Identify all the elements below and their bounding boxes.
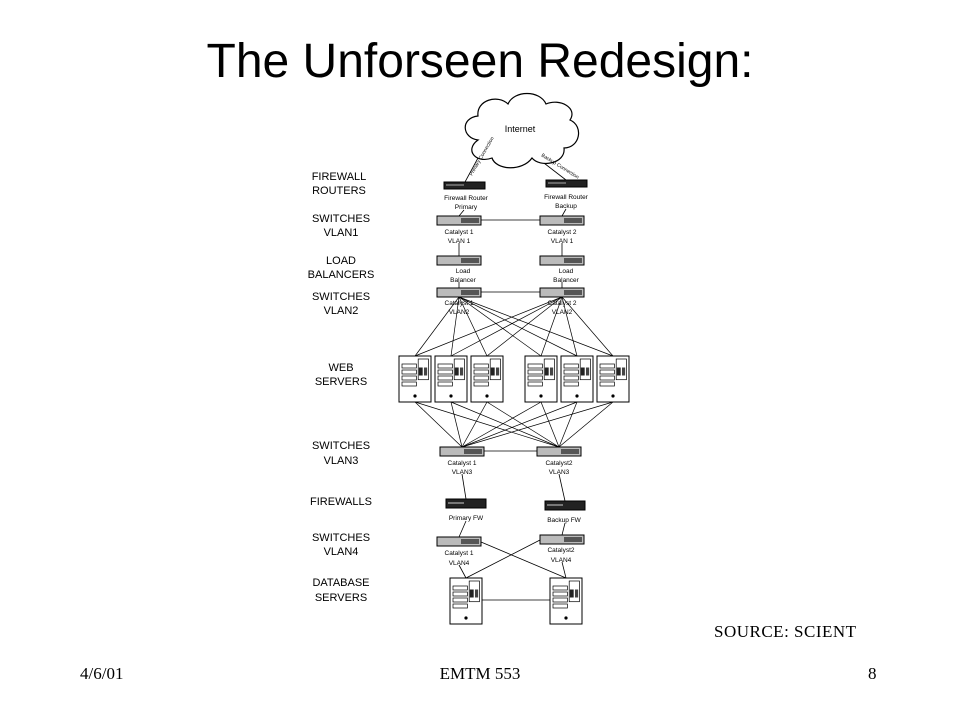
network-link xyxy=(458,296,578,357)
network-link xyxy=(558,401,578,448)
network-link xyxy=(558,401,614,448)
network-link xyxy=(561,296,578,357)
network-link xyxy=(414,401,560,448)
network-link xyxy=(458,296,542,357)
network-link xyxy=(461,401,542,448)
database-server-primary xyxy=(449,577,483,625)
svg-text:Primary FW: Primary FW xyxy=(449,515,484,522)
firewall-primary: Primary FW xyxy=(445,498,487,522)
footer-course: EMTM 553 xyxy=(439,664,521,683)
internet-cloud xyxy=(464,92,580,169)
network-link xyxy=(540,296,563,357)
network-links xyxy=(414,157,614,601)
network-link xyxy=(458,296,614,357)
footer-page-number: 8 xyxy=(868,664,877,683)
tier-label-firewalls: FIREWALLS xyxy=(310,496,372,508)
network-link xyxy=(461,401,488,448)
network-link xyxy=(450,296,460,357)
slide-title: The Unforseen Redesign: xyxy=(206,35,754,88)
network-link xyxy=(450,296,563,357)
network-link xyxy=(461,401,614,448)
network-link xyxy=(461,401,578,448)
network-link xyxy=(458,296,488,357)
web-server-2 xyxy=(434,355,468,403)
network-link xyxy=(458,564,467,579)
source-credit: SOURCE: SCIENT xyxy=(714,622,857,641)
footer-date: 4/6/01 xyxy=(80,664,124,683)
web-servers xyxy=(398,355,630,403)
network-link xyxy=(561,522,566,536)
network-link xyxy=(458,520,467,538)
web-server-5 xyxy=(560,355,594,403)
firewall-backup: Backup FW xyxy=(544,500,586,524)
network-link xyxy=(558,473,566,502)
network-link xyxy=(540,401,560,448)
svg-text:Backup FW: Backup FW xyxy=(547,517,581,524)
web-server-3 xyxy=(470,355,504,403)
network-link xyxy=(465,539,541,579)
network-link xyxy=(414,296,563,357)
web-server-1 xyxy=(398,355,432,403)
network-link xyxy=(450,401,463,448)
network-link xyxy=(414,296,460,357)
web-server-4 xyxy=(524,355,558,403)
network-link xyxy=(414,401,463,448)
network-link xyxy=(561,561,567,579)
network-link xyxy=(561,208,567,217)
network-link xyxy=(486,296,563,357)
network-link xyxy=(480,541,567,579)
network-link xyxy=(450,401,560,448)
network-link xyxy=(464,157,479,183)
network-link xyxy=(461,473,467,500)
web-server-6 xyxy=(596,355,630,403)
database-server-backup xyxy=(549,577,583,625)
database-servers xyxy=(449,577,583,625)
network-link xyxy=(561,296,614,357)
internet-label: Internet xyxy=(505,124,536,134)
network-link xyxy=(486,401,560,448)
network-link xyxy=(458,209,465,217)
